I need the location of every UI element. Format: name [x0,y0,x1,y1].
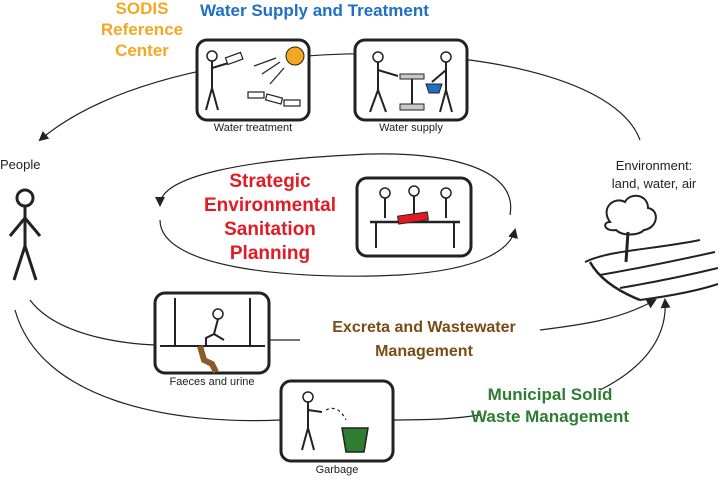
excreta-title: Excreta and Wastewater Management [300,316,548,364]
water-treatment-panel [195,38,311,122]
people-figure [8,188,42,281]
faeces-urine-caption: Faeces and urine [169,376,255,388]
sespl-title: Strategic Environmental Sanitation Plann… [185,170,355,266]
solid-waste-flow-arrow-2 [389,414,481,421]
sespl-line-1: Strategic [229,171,311,192]
water-treatment-caption: Water treatment [213,122,293,134]
garbage-panel [279,379,395,463]
solid-waste-title: Municipal Solid Waste Management [440,384,660,428]
solid-waste-line-2: Waste Management [470,407,630,426]
solid-waste-flow-arrow-3 [599,298,671,391]
solid-waste-line-1: Municipal Solid [487,385,613,404]
excreta-line-1: Excreta and Wastewater [332,319,516,336]
water-supply-panel [353,38,469,122]
garbage-caption: Garbage [315,464,359,476]
sodis-line-2: Reference [100,20,184,39]
sodis-line-1: SODIS [115,0,169,18]
excreta-flow-arrow-3 [539,299,657,331]
excreta-line-2: Management [375,343,473,360]
excreta-flow-arrow [29,299,161,346]
environment-line-2: land, water, air [611,176,697,191]
planning-loop-bottom-arrow [159,219,518,277]
water-supply-treatment-title: Water Supply and Treatment [200,1,429,20]
sespl-line-4: Planning [229,243,311,264]
sodis-line-3: Center [115,41,169,60]
sodis-title: SODIS Reference Center [80,0,204,61]
water-supply-caption: Water supply [379,122,443,134]
planning-loop-top-arrow [155,153,512,216]
people-label: People [0,157,41,172]
water-cycle-arrow [38,53,641,142]
environment-label: Environment: land, water, air [588,157,720,193]
environment-landscape [584,194,719,302]
faeces-urine-panel [153,291,271,375]
solid-waste-flow-arrow [14,309,281,422]
sespl-line-3: Sanitation [224,219,316,240]
planning-meeting-panel [355,176,473,258]
environment-line-1: Environment: [615,158,693,173]
sespl-line-2: Environmental [204,195,336,216]
